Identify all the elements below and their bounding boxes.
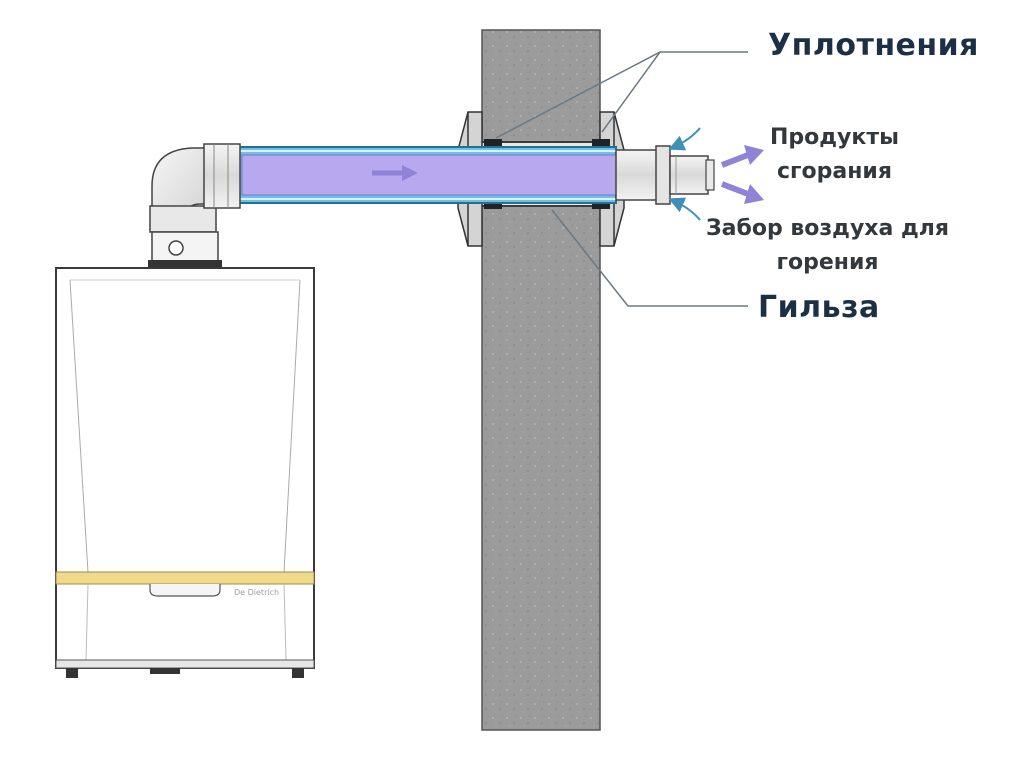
flow-arrow — [372, 165, 418, 181]
boiler-flue-adapter — [148, 231, 222, 268]
air-intake-arrows — [668, 127, 701, 221]
label-air-intake: Забор воздуха для горения — [706, 212, 949, 280]
boiler-brand-text: De Dietrich — [234, 588, 280, 597]
label-sleeve: Гильза — [758, 290, 880, 325]
terminal — [615, 145, 715, 205]
label-air-intake-line2: горения — [776, 250, 879, 275]
label-air-intake-line1: Забор воздуха для — [706, 216, 949, 241]
label-combustion-products-line1: Продукты — [770, 125, 899, 150]
label-combustion-products: Продукты сгорания — [770, 121, 899, 189]
boiler — [55, 267, 315, 678]
exhaust-arrows — [720, 145, 764, 204]
wall — [481, 29, 601, 731]
label-seals: Уплотнения — [768, 28, 979, 63]
label-combustion-products-line2: сгорания — [776, 159, 892, 184]
leader-lines — [495, 51, 748, 307]
coaxial-pipe — [235, 146, 617, 204]
seals — [484, 139, 610, 209]
pipe-elbow — [149, 143, 241, 233]
